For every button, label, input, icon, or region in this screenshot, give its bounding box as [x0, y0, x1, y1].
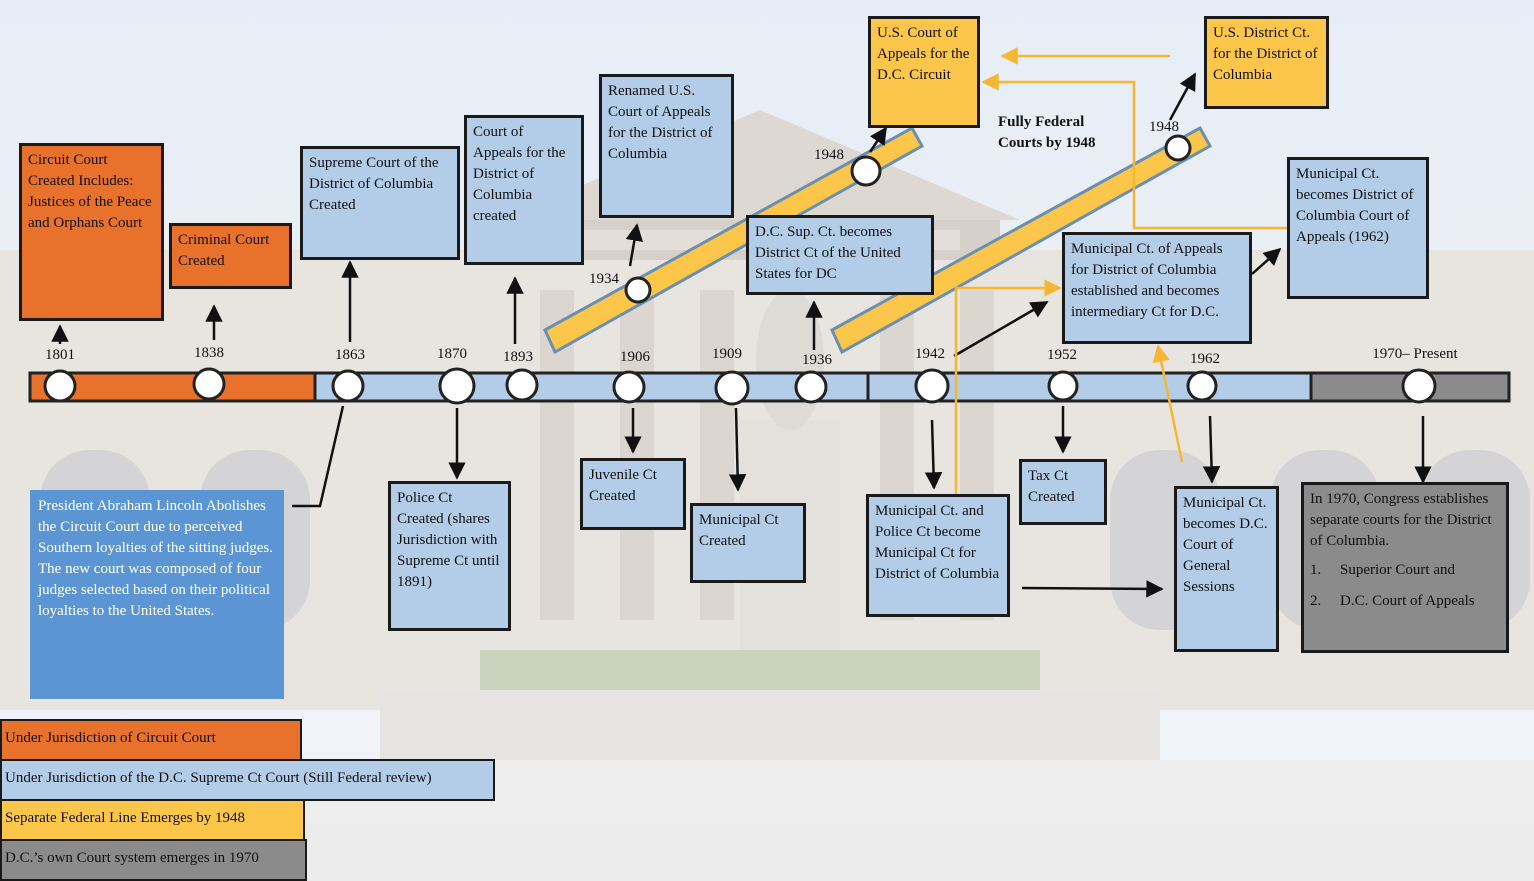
legend-dc: D.C.’s own Court system emerges in 1970	[0, 839, 307, 881]
municipal-police-box: Municipal Ct. and Police Ct become Munic…	[866, 494, 1010, 617]
year-label-1906: 1906	[620, 349, 650, 365]
legend-supreme: Under Jurisdiction of the D.C. Supreme C…	[0, 759, 495, 801]
us-court-appeals-circuit-box: U.S. Court of Appeals for the D.C. Circu…	[868, 16, 980, 128]
municipal-ct-box: Municipal Ct Created	[690, 503, 806, 583]
year-label-1801: 1801	[45, 347, 75, 363]
congress-1970-box: In 1970, Congress establishes separate c…	[1301, 482, 1509, 653]
municipal-general-box: Municipal Ct. becomes D.C. Court of Gene…	[1174, 486, 1279, 652]
police-ct-box: Police Ct Created (shares Jurisdiction w…	[388, 481, 511, 631]
renamed-court-box: Renamed U.S. Court of Appeals for the Di…	[599, 74, 734, 218]
year-label-1893: 1893	[503, 349, 533, 365]
year-label-1962: 1962	[1190, 351, 1220, 367]
year-label-1948-district: 1948	[1149, 119, 1179, 135]
criminal-court-box: Criminal Court Created	[169, 223, 292, 289]
year-label-1934: 1934	[589, 271, 619, 287]
congress-1970-text: In 1970, Congress establishes separate c…	[1310, 491, 1492, 549]
juvenile-ct-box: Juvenile Ct Created	[580, 458, 686, 530]
dc-sup-ct-becomes-box: D.C. Sup. Ct. becomes District Ct of the…	[746, 215, 934, 295]
year-label-1942: 1942	[915, 346, 945, 362]
year-label-1936: 1936	[802, 352, 832, 368]
legend-circuit: Under Jurisdiction of Circuit Court	[0, 719, 302, 761]
year-label-1970-present: 1970– Present	[1372, 346, 1458, 362]
municipal-becomes-dcca-box: Municipal Ct. becomes District of Columb…	[1287, 157, 1429, 299]
list-item: 1.Superior Court and	[1310, 562, 1455, 578]
year-label-1863: 1863	[335, 347, 365, 363]
municipal-appeals-box: Municipal Ct. of Appeals for District of…	[1062, 232, 1252, 344]
year-label-1870: 1870	[437, 346, 467, 362]
us-district-court-box: U.S. District Ct. for the District of Co…	[1204, 16, 1329, 109]
circuit-court-box: Circuit Court Created Includes: Justices…	[19, 143, 164, 321]
supreme-court-box: Supreme Court of the District of Columbi…	[300, 146, 460, 260]
year-label-1948-appeals: 1948	[814, 147, 844, 163]
year-label-1952: 1952	[1047, 347, 1077, 363]
tax-ct-box: Tax Ct Created	[1019, 459, 1107, 525]
court-of-appeals-dc-box: Court of Appeals for the District of Col…	[464, 115, 584, 265]
fully-federal-label: Fully Federal Courts by 1948	[998, 114, 1096, 151]
congress-1970-list: 1.Superior Court and 2.D.C. Court of App…	[1310, 560, 1500, 612]
legend-federal: Separate Federal Line Emerges by 1948	[0, 799, 305, 841]
year-label-1838: 1838	[194, 345, 224, 361]
lincoln-box: President Abraham Lincoln Abolishes the …	[30, 490, 284, 699]
year-label-1909: 1909	[712, 346, 742, 362]
list-item: 2.D.C. Court of Appeals	[1310, 593, 1475, 609]
